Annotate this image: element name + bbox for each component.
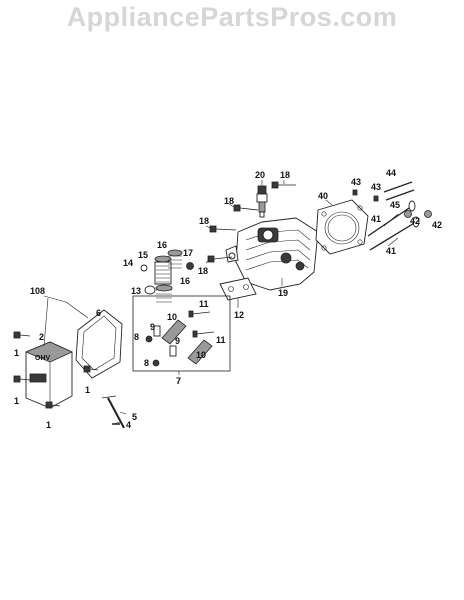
- callout-1: 1: [14, 396, 19, 406]
- head-bolt[interactable]: [233, 204, 259, 212]
- valve-spring-left[interactable]: [154, 255, 172, 285]
- head-bolt[interactable]: [209, 225, 237, 233]
- callout-16: 16: [157, 240, 167, 250]
- cover-bolt[interactable]: [45, 401, 61, 409]
- head-bolt[interactable]: [207, 255, 233, 263]
- callout-18: 18: [224, 196, 234, 206]
- valve-cotter[interactable]: [352, 189, 358, 196]
- rocker-arm-group[interactable]: [132, 295, 231, 372]
- callout-14: 14: [123, 258, 133, 268]
- valve-spring-right[interactable]: [167, 249, 183, 269]
- callout-16: 16: [180, 276, 190, 286]
- cylinder-head[interactable]: [225, 217, 319, 291]
- valve-cover[interactable]: OHV: [24, 341, 73, 409]
- callout-11: 11: [216, 335, 226, 345]
- callout-8: 8: [134, 332, 139, 342]
- callout-11: 11: [199, 299, 209, 309]
- cover-bolt[interactable]: [13, 375, 31, 383]
- callout-10: 10: [167, 312, 177, 322]
- valve-cover-gasket[interactable]: [75, 309, 123, 379]
- callout-44: 44: [386, 168, 396, 178]
- callout-45: 45: [390, 200, 400, 210]
- callout-42: 42: [410, 216, 420, 226]
- exhaust-valve-stem[interactable]: [383, 181, 415, 201]
- cover-logo: OHV: [35, 355, 51, 362]
- callout-2: 2: [39, 332, 44, 342]
- callout-40: 40: [318, 191, 328, 201]
- valve-cotter[interactable]: [373, 195, 379, 202]
- callout-7: 7: [176, 376, 181, 386]
- spark-plug[interactable]: [256, 185, 268, 218]
- valve-spring-lower[interactable]: [155, 284, 173, 303]
- callout-18: 18: [198, 266, 208, 276]
- valve-keeper[interactable]: [140, 264, 148, 272]
- watermark: AppliancePartsPros.com: [66, 2, 398, 32]
- push-rod[interactable]: [101, 395, 125, 429]
- callout-15: 15: [138, 250, 148, 260]
- callout-17: 17: [183, 248, 193, 258]
- callout-13: 13: [131, 286, 141, 296]
- callout-5: 5: [132, 412, 137, 422]
- callout-18: 18: [280, 170, 290, 180]
- callout-9: 9: [150, 322, 155, 332]
- callout-18: 18: [199, 216, 209, 226]
- callout-19: 19: [278, 288, 288, 298]
- callout-1: 1: [14, 348, 19, 358]
- callout-42: 42: [432, 220, 442, 230]
- callout-43: 43: [371, 182, 381, 192]
- callout-10: 10: [196, 350, 206, 360]
- callout-108: 108: [30, 286, 45, 296]
- valve-cap[interactable]: [404, 210, 412, 218]
- callout-8: 8: [144, 358, 149, 368]
- callout-20: 20: [255, 170, 265, 180]
- callout-41: 41: [371, 214, 381, 224]
- breather-plate[interactable]: [219, 277, 257, 301]
- callout-labels: 20 18 18 18 18 19 40 43 43 44 45 41 41 4…: [14, 168, 442, 430]
- callout-4: 4: [126, 420, 131, 430]
- callout-41: 41: [386, 246, 396, 256]
- head-gasket[interactable]: [315, 199, 369, 255]
- callout-9: 9: [175, 336, 180, 346]
- callout-6: 6: [96, 308, 101, 318]
- leader-lines: [43, 180, 399, 425]
- callout-1: 1: [46, 420, 51, 430]
- callout-1: 1: [85, 385, 90, 395]
- cover-bolt[interactable]: [13, 331, 31, 339]
- valve-cap[interactable]: [424, 210, 432, 218]
- exhaust-valve[interactable]: [369, 216, 420, 251]
- callout-12: 12: [234, 310, 244, 320]
- cover-bolt[interactable]: [83, 365, 99, 373]
- callout-43: 43: [351, 177, 361, 187]
- valve-stem-seal[interactable]: [186, 262, 194, 270]
- valve-retainer[interactable]: [144, 285, 156, 295]
- head-bolt[interactable]: [271, 181, 296, 189]
